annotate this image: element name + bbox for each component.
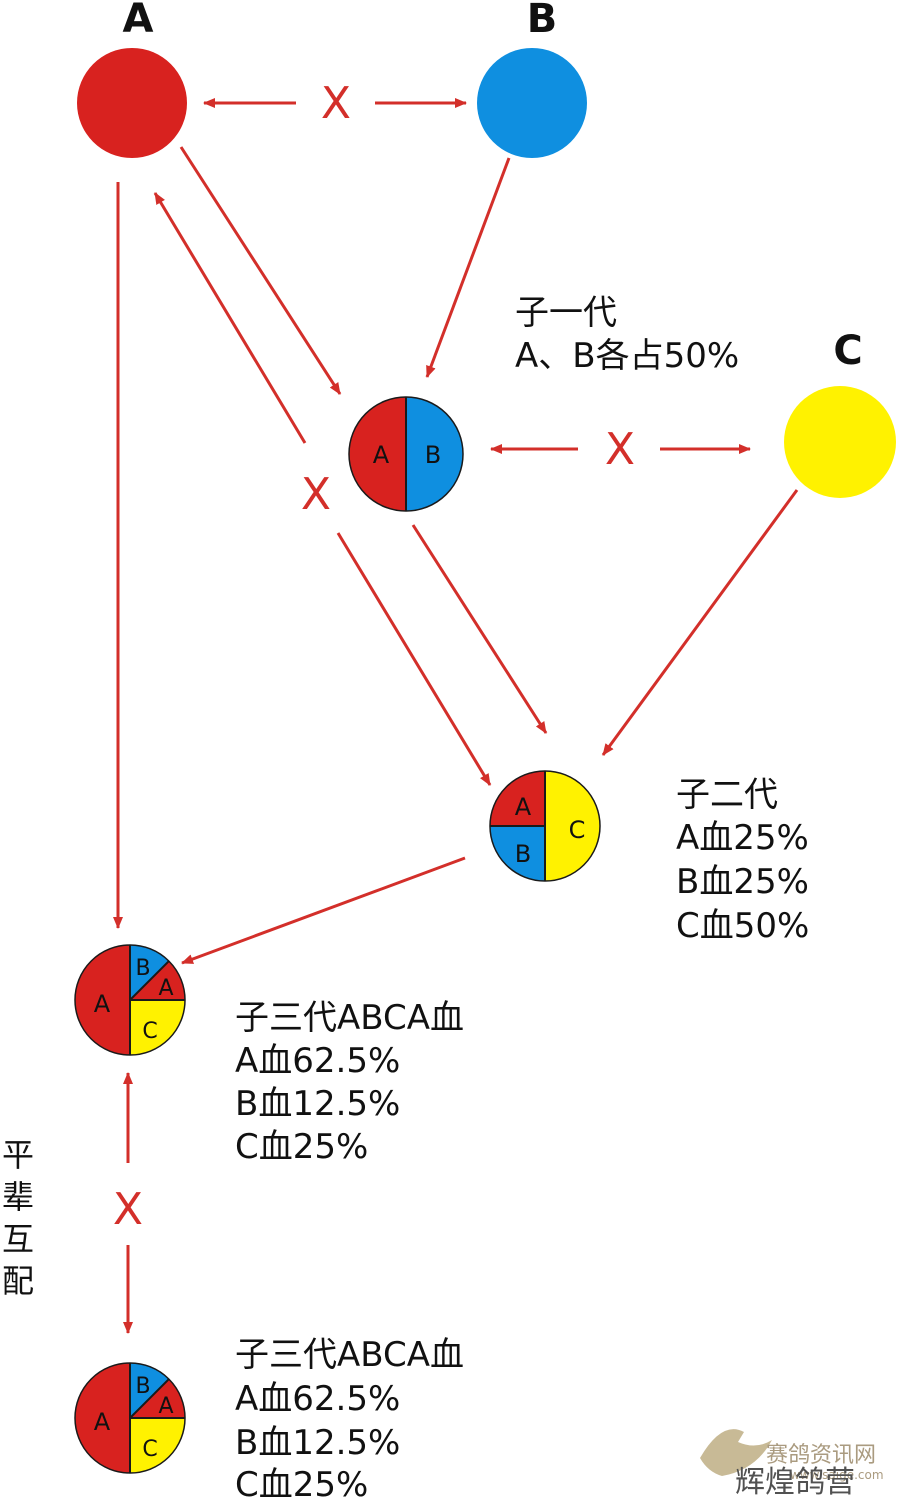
arrow-gen1-back-to-a [153, 192, 307, 444]
side-label-char-2: 辈 [2, 1178, 34, 1216]
cross-symbol-gen1-c: X [605, 424, 635, 475]
gen1-pie: A B [348, 396, 464, 512]
gen2-line-c: C血50% [676, 906, 809, 946]
cross-symbol-ab: X [321, 78, 351, 129]
arrows [113, 98, 799, 1334]
gen3-upper-slice-a [75, 945, 130, 1055]
gen3-upper-slice-b [130, 945, 169, 1000]
gen3-lower-slice-c [130, 1418, 185, 1473]
parent-c-circle [784, 386, 896, 498]
gen2-slice-a-label: A [515, 793, 532, 821]
gen3-lower-slice-b [130, 1363, 169, 1418]
arrow-a-to-gen1 [179, 146, 342, 395]
gen2-line-b: B血25% [676, 862, 809, 902]
watermark-site: 赛鸽资讯网 [766, 1443, 876, 1468]
side-label-char-4: 配 [2, 1262, 34, 1300]
arrow-a-path-to-gen2 [336, 532, 492, 786]
gen3-lower-slice-b-label: B [135, 1374, 150, 1399]
gen1-slice-a-label: A [373, 441, 390, 469]
gen3-lower-slice-a2-label: A [158, 1394, 173, 1419]
side-label: 平 辈 互 配 [2, 1136, 34, 1300]
gen2-line-a: A血25% [676, 818, 809, 858]
side-label-char-3: 互 [2, 1220, 34, 1258]
gen3-upper-line-c: C血25% [235, 1127, 368, 1167]
watermark: 赛鸽资讯网 www.saige.com 辉煌鸽营 [700, 1429, 884, 1500]
parent-c-label: C [833, 328, 862, 374]
gen3-lower-title: 子三代ABCA血 [235, 1335, 464, 1375]
gen3-lower-slice-a-label: A [94, 1408, 111, 1436]
gen3-lower-line-c: C血25% [235, 1465, 368, 1500]
gen3-upper-slice-a2 [130, 961, 185, 1000]
parent-b-circle [477, 48, 587, 158]
gen3-lower-slice-c-label: C [142, 1437, 157, 1462]
gen3-lower-pie: A B A C [74, 1362, 186, 1474]
cross-symbol-gen1-a: X [301, 469, 331, 520]
pigeon-logo-icon [700, 1429, 772, 1476]
watermark-url: www.saige.com [790, 1468, 884, 1482]
gen2-slice-a [490, 771, 545, 826]
gen2-slice-b [490, 826, 545, 881]
gen3-upper-slice-c-label: C [142, 1019, 157, 1044]
gen2-pie: A B C [489, 770, 601, 882]
cross-symbol-peer: X [113, 1184, 143, 1235]
gen1-desc: A、B各占50% [515, 336, 739, 376]
gen2-slice-c [545, 771, 600, 881]
gen3-upper-line-a: A血62.5% [235, 1041, 400, 1081]
gen1-slice-b-label: B [425, 441, 441, 469]
gen3-lower-line-a: A血62.5% [235, 1379, 400, 1419]
gen1-title: 子一代 [515, 293, 617, 333]
gen2-slice-c-label: C [569, 816, 586, 844]
gen3-upper-slice-a2-label: A [158, 976, 173, 1001]
parent-a-circle [77, 48, 187, 158]
arrow-b-to-gen1 [425, 157, 511, 378]
arrow-gen2-to-gen3 [181, 856, 466, 965]
gen3-upper-pie: A B A C [74, 944, 186, 1056]
gen3-lower-slice-a [75, 1363, 130, 1473]
gen3-upper-slice-a-label: A [94, 990, 111, 1018]
parent-b-label: B [527, 0, 558, 42]
arrow-gen1-to-gen2 [411, 524, 548, 734]
gen2-slice-b-label: B [515, 840, 531, 868]
side-label-char-1: 平 [2, 1136, 34, 1174]
gen2-title: 子二代 [676, 775, 778, 815]
gen3-upper-slice-b-label: B [135, 956, 150, 981]
arrow-c-to-gen2 [601, 489, 799, 756]
gen3-lower-slice-a2 [130, 1379, 185, 1418]
watermark-loft: 辉煌鸽营 [735, 1465, 855, 1500]
parent-a-label: A [123, 0, 154, 42]
gen3-upper-line-b: B血12.5% [235, 1084, 400, 1124]
gen1-slice-a [349, 397, 406, 511]
gen3-upper-slice-c [130, 1000, 185, 1055]
gen1-slice-b [406, 397, 463, 511]
gen3-lower-line-b: B血12.5% [235, 1423, 400, 1463]
gen3-upper-title: 子三代ABCA血 [235, 998, 464, 1038]
